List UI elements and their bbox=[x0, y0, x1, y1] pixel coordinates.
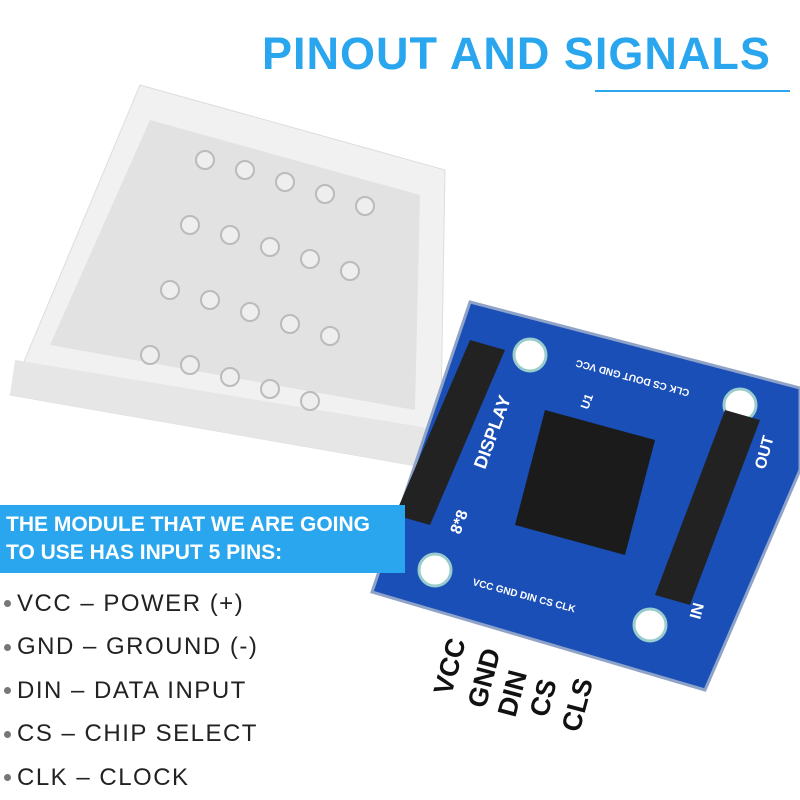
pin-label: CS – CHIP SELECT bbox=[17, 720, 258, 748]
pin-label: VCC – POWER (+) bbox=[17, 589, 245, 617]
bullet-icon bbox=[4, 600, 11, 608]
pin-item: GND – GROUND (-) bbox=[4, 626, 258, 670]
board-chip-label: U1 bbox=[578, 392, 597, 412]
banner-line-2: TO USE HAS INPUT 5 PINS: bbox=[6, 541, 283, 564]
pin-label: DIN – DATA INPUT bbox=[17, 676, 247, 704]
bullet-icon bbox=[4, 687, 11, 695]
pin-item: DIN – DATA INPUT bbox=[4, 669, 258, 713]
title-underline bbox=[595, 90, 790, 92]
pin-label: CLK – CLOCK bbox=[17, 763, 190, 791]
pin-item: CLK – CLOCK bbox=[4, 756, 258, 800]
pin-label: GND – GROUND (-) bbox=[17, 633, 259, 661]
bullet-icon bbox=[4, 643, 11, 651]
board-in-label: IN bbox=[687, 601, 708, 621]
pin-item: CS – CHIP SELECT bbox=[4, 713, 258, 757]
led-matrix bbox=[9, 84, 446, 471]
intro-banner: THE MODULE THAT WE ARE GOING TO USE HAS … bbox=[0, 505, 405, 573]
pin-item: VCC – POWER (+) bbox=[4, 582, 258, 626]
bullet-icon bbox=[4, 730, 11, 738]
pcb-module: DISPLAY 8*8 OUT IN U1 CLK CS DOUT GND VC… bbox=[370, 300, 800, 692]
bullet-icon bbox=[4, 774, 11, 782]
page-title: PINOUT AND SIGNALS bbox=[262, 28, 771, 79]
pin-list: VCC – POWER (+) GND – GROUND (-) DIN – D… bbox=[4, 582, 258, 800]
banner-line-1: THE MODULE THAT WE ARE GOING bbox=[6, 513, 370, 536]
